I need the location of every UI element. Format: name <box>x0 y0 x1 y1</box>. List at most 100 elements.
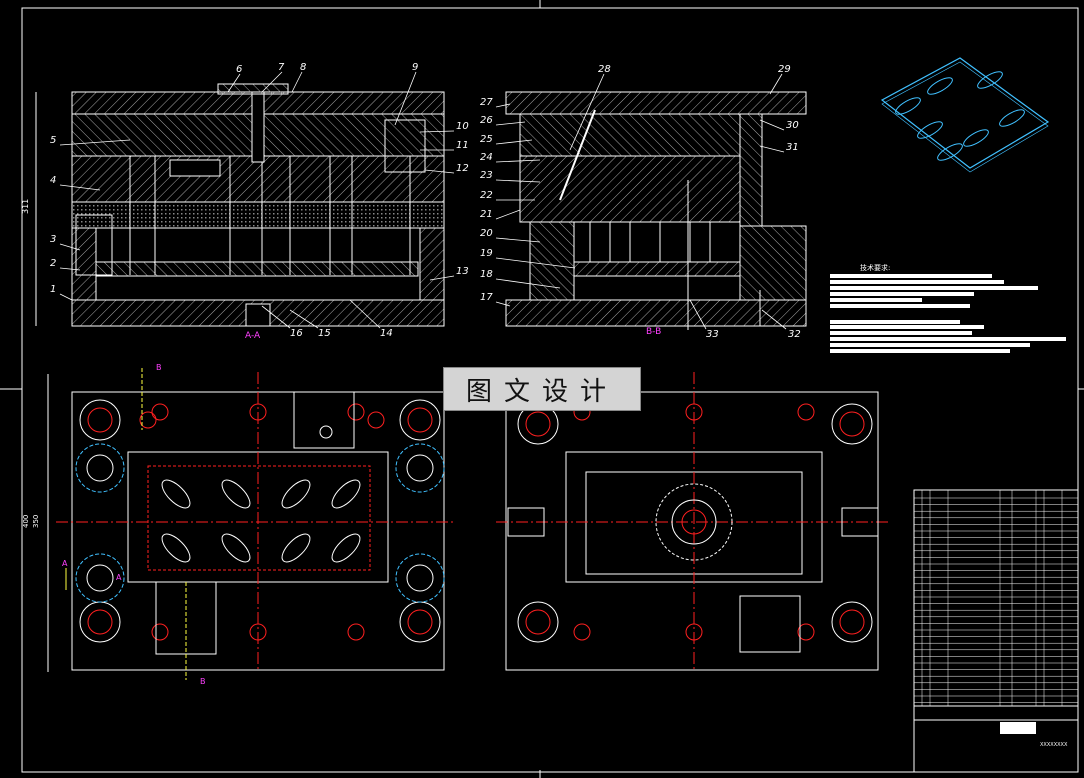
section-marker-b-top: B <box>156 363 162 372</box>
tech-requirement-line <box>830 286 1038 290</box>
part-number-17: 17 <box>480 292 493 303</box>
guide-bushing-right-inner <box>839 609 865 635</box>
leader-line <box>424 169 455 174</box>
guide-bushing <box>399 601 441 643</box>
screw-hole <box>367 411 385 429</box>
part-number-15: 15 <box>318 328 331 339</box>
cavity-slot <box>221 479 251 509</box>
leader-line <box>349 299 381 329</box>
guide-bushing-right <box>517 601 559 643</box>
ejector-hole <box>245 303 271 327</box>
support-plate <box>71 201 445 229</box>
side-block-b <box>739 113 763 227</box>
slide-pin <box>319 425 333 439</box>
leader-line <box>495 121 526 126</box>
section-label-bb: B-B <box>646 327 661 337</box>
part-number-1: 1 <box>50 284 56 295</box>
part-number-12: 12 <box>456 163 469 174</box>
tech-requirement-line <box>830 280 1004 284</box>
part-number-22: 22 <box>480 190 493 201</box>
guide-bushing-right-inner <box>525 411 551 437</box>
side-lock-left <box>507 507 545 537</box>
guide-bushing-right <box>831 601 873 643</box>
ejector-plate-b <box>573 261 741 277</box>
leader-line <box>495 179 541 183</box>
part-number-8: 8 <box>300 62 306 73</box>
part-3d-slot <box>999 109 1025 127</box>
b-plate-b <box>519 155 741 223</box>
tech-requirement-line <box>830 274 992 278</box>
return-spring <box>75 553 125 603</box>
part-number-31: 31 <box>786 142 799 153</box>
sprue-plan <box>671 499 717 545</box>
part-3d-slot <box>963 129 989 147</box>
cavity-insert <box>169 159 221 177</box>
title-block <box>913 489 1079 773</box>
part-number-21: 21 <box>480 209 493 220</box>
part-number-18: 18 <box>480 269 493 280</box>
ejector-plate <box>95 261 419 277</box>
title-stamp <box>1000 722 1036 734</box>
dim-311: 311 <box>21 199 30 214</box>
guide-bushing-right <box>831 403 873 445</box>
leader-line <box>261 305 291 329</box>
part-3d-slot <box>937 143 963 161</box>
leader-line <box>495 301 511 307</box>
leader-line <box>261 71 283 93</box>
part-number-3: 3 <box>50 234 56 245</box>
part-number-26: 26 <box>480 115 493 126</box>
leader-line <box>495 257 576 269</box>
spacer-b-right <box>739 225 807 301</box>
part-3d-slot <box>977 71 1003 89</box>
leader-line <box>289 309 319 329</box>
slide-housing-top <box>293 391 355 449</box>
part-number-5: 5 <box>50 135 56 146</box>
leader-line <box>59 293 73 301</box>
return-pin-hole <box>86 454 114 482</box>
part-3d-slot <box>895 97 921 115</box>
spacer-b-left <box>529 221 575 301</box>
leader-line <box>495 209 521 220</box>
top-clamp-plate-b <box>505 91 807 115</box>
leader-line <box>495 103 511 108</box>
return-pin-hole <box>406 564 434 592</box>
part-number-29: 29 <box>778 64 791 75</box>
part-number-10: 10 <box>456 121 469 132</box>
angle-pin <box>559 109 596 201</box>
cavity-slot <box>161 479 191 509</box>
part-number-16: 16 <box>290 328 303 339</box>
part-number-19: 19 <box>480 248 493 259</box>
section-marker-b-bottom: B <box>200 677 206 686</box>
guide-bushing <box>399 399 441 441</box>
part-number-2: 2 <box>50 258 56 269</box>
leader-line <box>59 267 81 271</box>
leader-line <box>495 139 533 145</box>
screw-hole <box>347 623 365 641</box>
slide-block <box>384 119 426 173</box>
guide-bushing <box>79 601 121 643</box>
leader-line <box>429 275 455 281</box>
return-pin-hole <box>406 454 434 482</box>
part-number-4: 4 <box>50 175 56 186</box>
leader-line <box>569 73 605 151</box>
dim-350: 350 <box>32 515 40 528</box>
screw-hole <box>139 411 157 429</box>
leader-line <box>495 237 541 243</box>
cavity-slot <box>281 533 311 563</box>
tech-requirement-line <box>830 349 1010 353</box>
tech-requirement-line <box>830 320 960 324</box>
tech-requirements-title: 技术要求: <box>860 263 890 272</box>
guide-bushing-inner <box>407 609 433 635</box>
watermark-stamp: 图文设计 <box>443 367 641 411</box>
tech-requirement-line <box>830 337 1066 341</box>
part-number-33: 33 <box>706 329 719 340</box>
screw-hole <box>151 403 169 421</box>
leader-line <box>59 184 101 191</box>
leader-line <box>291 71 303 93</box>
bottom-clamp-plate-b <box>505 299 807 327</box>
screw-hole-right <box>685 403 703 421</box>
part-number-25: 25 <box>480 134 493 145</box>
part-number-24: 24 <box>480 152 493 163</box>
leader-line <box>759 145 785 153</box>
guide-bushing-right-inner <box>525 609 551 635</box>
